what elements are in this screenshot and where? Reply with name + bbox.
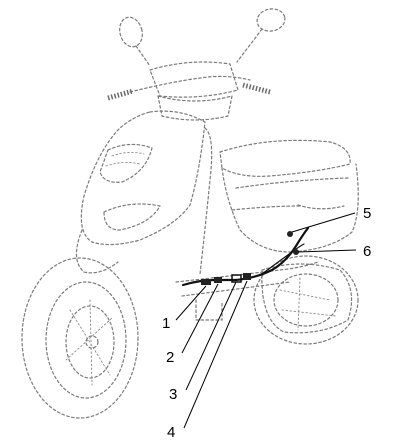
leader-1 (175, 285, 207, 321)
callout-3: 3 (169, 386, 177, 403)
engine-case (261, 263, 353, 334)
rear-wheel (253, 255, 359, 345)
clamp-6 (293, 249, 299, 255)
callout-4: 4 (167, 424, 175, 441)
leader-2 (181, 283, 219, 354)
seat (219, 139, 351, 177)
center-stand (195, 299, 223, 321)
right-mirror (256, 8, 286, 32)
leader-4 (183, 280, 248, 429)
left-grip (107, 88, 134, 101)
leader-3 (185, 281, 237, 391)
callout-1: 1 (162, 315, 170, 332)
leader-6 (297, 249, 357, 253)
connector-4 (243, 273, 251, 280)
handlebar (129, 75, 251, 93)
cable-assembly (181, 226, 310, 287)
right-grip (242, 82, 271, 95)
front-fairing (80, 110, 206, 246)
callout-2: 2 (166, 349, 174, 366)
connector-3 (231, 274, 242, 283)
floorboard (175, 261, 319, 283)
callout-labels: 1 2 3 4 5 6 (162, 205, 371, 441)
connector-1 (201, 279, 211, 285)
leader-lines (175, 212, 357, 429)
connector-2 (214, 277, 222, 283)
callout-6: 6 (363, 243, 371, 260)
leader-5 (291, 212, 356, 233)
branch-cable (261, 243, 305, 275)
rear-body (221, 163, 359, 253)
front-wheel (21, 257, 139, 419)
callout-5: 5 (363, 205, 371, 222)
clamp-5 (287, 231, 293, 237)
left-mirror (119, 16, 143, 48)
scooter-outline (21, 8, 359, 419)
